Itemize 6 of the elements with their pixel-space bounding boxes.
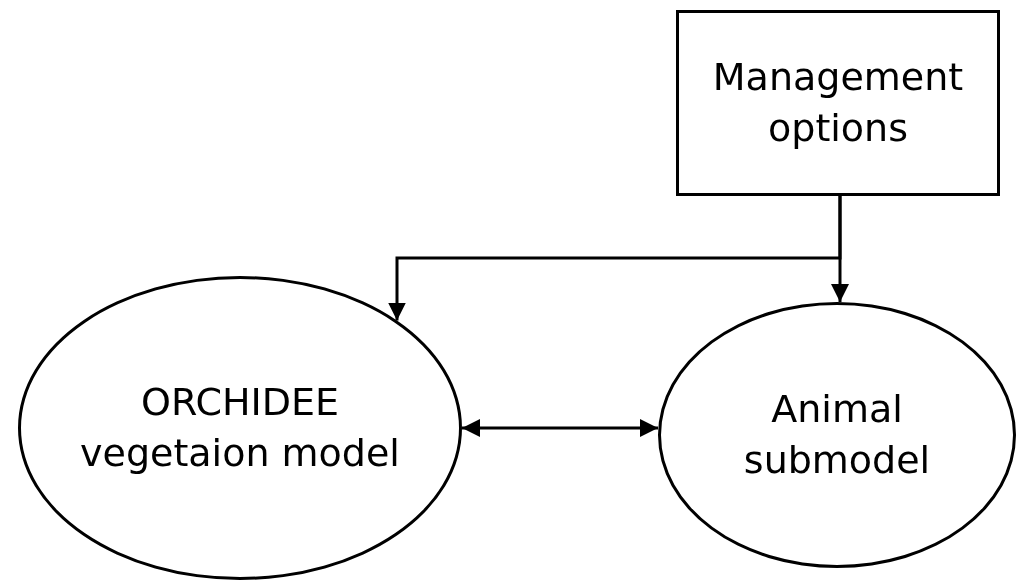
node-label: ORCHIDEE vegetaion model xyxy=(79,378,401,477)
arrow xyxy=(831,196,849,302)
arrow xyxy=(462,419,658,437)
process-box xyxy=(676,10,1000,196)
node-label: Animal submodel xyxy=(742,385,932,484)
node-label: Management options xyxy=(711,53,965,152)
